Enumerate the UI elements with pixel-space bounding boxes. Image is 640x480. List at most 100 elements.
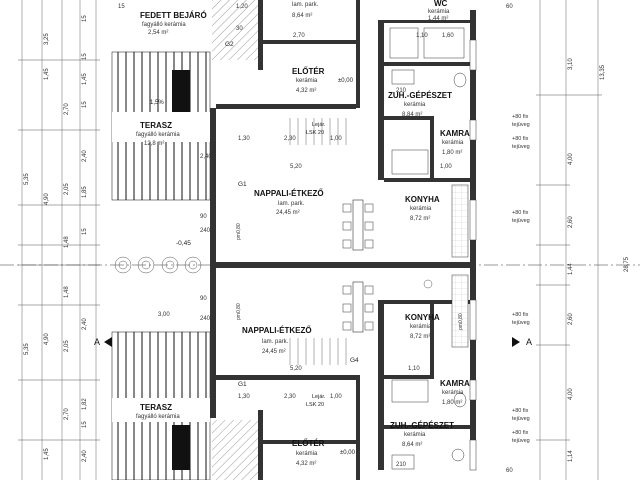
room-zuh-bottom: ZUH.-GÉPÉSZET kerámia 8,64 m² — [390, 421, 454, 448]
dim-text: 1,82 — [82, 398, 88, 410]
svg-text:tejüveg: tejüveg — [512, 218, 530, 224]
misc-labels: G1 G1 G2 G4 Lejár. LSK 20 Lejár. LSK 20 … — [150, 41, 359, 456]
dim-text: 1,45 — [44, 448, 50, 460]
room-floor: kerámia — [442, 140, 464, 146]
dim-text: 2,70 — [64, 103, 70, 115]
svg-text:2,30: 2,30 — [284, 136, 296, 142]
room-area: 1,44 m² — [428, 16, 448, 22]
room-fedett-top: FEDETT BEJÁRÓ fagyálló kerámia 2,54 m² — [140, 11, 207, 36]
svg-text:+80 fix: +80 fix — [512, 114, 529, 120]
room-floor: kerámia — [296, 78, 318, 84]
dim-text: 2,40 — [82, 318, 88, 330]
room-area: 1,80 m² — [442, 150, 462, 156]
dining-table-top — [342, 199, 374, 251]
room-name: NAPPALI-ÉTKEZŐ — [242, 326, 312, 335]
svg-text:240: 240 — [200, 228, 211, 234]
kitchen-counter-bottom — [451, 274, 469, 348]
room-area: 4,32 m² — [296, 461, 316, 467]
stair-label: LSK 20 — [306, 130, 324, 136]
window-notes: +80 fix tejüveg +80 fix tejüveg +80 fix tej… — [512, 114, 530, 444]
room-name: KAMRA — [440, 379, 470, 388]
room-zuh-top: ZUH.-GÉPÉSZET kerámia 8,84 m² — [388, 91, 452, 118]
svg-text:1,10: 1,10 — [416, 33, 428, 39]
svg-text:1,00: 1,00 — [330, 136, 342, 142]
kitchen-counter-top — [451, 184, 469, 258]
dim-text: 15 — [82, 53, 88, 60]
hatched-area-top — [212, 0, 260, 60]
pergola-bottom — [111, 331, 211, 480]
room-area: 8,84 m² — [402, 112, 422, 118]
room-nappali-bottom: NAPPALI-ÉTKEZŐ lam. park. 24,45 m² — [242, 326, 312, 355]
dim-text: 4,90 — [44, 193, 50, 205]
dim-text: 4,00 — [568, 153, 574, 165]
room-name: NAPPALI-ÉTKEZŐ — [254, 189, 324, 198]
svg-text:1,30: 1,30 — [238, 136, 250, 142]
room-floor: kerámia — [442, 390, 464, 396]
svg-text:1,00: 1,00 — [440, 164, 452, 170]
svg-text:210: 210 — [396, 88, 407, 94]
dim-text: 5,35 — [24, 173, 30, 185]
dim-text: 1,45 — [82, 73, 88, 85]
dim-text: 4,00 — [568, 388, 574, 400]
room-floor: fagyálló kerámia — [136, 414, 180, 420]
dim-text: 4,90 — [44, 333, 50, 345]
svg-text:+80 fix: +80 fix — [512, 408, 529, 414]
hob-icon — [423, 279, 433, 289]
svg-text:tejüveg: tejüveg — [512, 416, 530, 422]
pergola-top — [111, 51, 211, 201]
room-name: KONYHA — [405, 313, 440, 322]
room-floor: kerámia — [410, 324, 432, 330]
room-eloter-bottom: ELŐTÉR kerámia 4,32 m² — [292, 439, 325, 467]
gate-label: G1 — [238, 181, 247, 188]
dim-text: 2,05 — [64, 340, 70, 352]
room-floor: kerámia — [428, 9, 450, 15]
svg-text:1,20: 1,20 — [236, 4, 248, 10]
dim-text: 15 — [82, 228, 88, 235]
stairs-top — [289, 118, 347, 145]
level-label: ±0,00 — [340, 450, 356, 456]
stairs-bottom — [289, 338, 347, 365]
trees — [114, 256, 202, 274]
right-dimension-lines — [536, 0, 602, 480]
dim-text: 3,25 — [44, 33, 50, 45]
dim-text: 2,40 — [82, 450, 88, 462]
svg-text:+80 fix: +80 fix — [512, 210, 529, 216]
room-name: TERASZ — [140, 121, 172, 130]
room-area: 24,45 m² — [276, 210, 300, 216]
svg-text:90: 90 — [200, 214, 207, 220]
room-kamra-top: KAMRA kerámia 1,80 m² — [440, 129, 470, 156]
room-floor: lam. park. — [262, 339, 289, 345]
room-floor: fagyálló kerámia — [136, 132, 180, 138]
dim-text: 2,60 — [568, 313, 574, 325]
right-dimension-text: 3,10 13,35 4,00 2,60 1,44 2,60 4,00 1,14… — [568, 58, 630, 462]
left-inner-dimension-text: 15 15 1,45 15 2,40 1,85 15 2,40 1,82 15 … — [82, 15, 88, 462]
dim-text: 2,05 — [64, 183, 70, 195]
svg-text:15: 15 — [118, 4, 125, 10]
stair-label: Lejár. — [312, 394, 326, 400]
hatched-area-bottom — [212, 420, 260, 480]
room-name: ZUH.-GÉPÉSZET — [390, 421, 454, 430]
svg-text:240: 240 — [200, 316, 211, 322]
windows-right — [469, 39, 477, 471]
stair-label: LSK 20 — [306, 402, 324, 408]
svg-text:5,20: 5,20 — [290, 366, 302, 372]
dim-text: 13,35 — [600, 64, 606, 80]
dim-text: 5,35 — [24, 343, 30, 355]
interior-dims: 1,20 2,70 1,10 1,60 1,30 2,30 1,00 5,20 … — [118, 4, 513, 474]
svg-text:1,10: 1,10 — [408, 366, 420, 372]
room-name: ELŐTÉR — [292, 439, 325, 448]
slope-label: 1,5% — [150, 100, 164, 106]
dim-text: 2,60 — [568, 216, 574, 228]
room-floor: lam. park. — [278, 201, 305, 207]
dim-text: 15 — [82, 421, 88, 428]
svg-text:1,60: 1,60 — [442, 33, 454, 39]
svg-text:5,20: 5,20 — [290, 164, 302, 170]
svg-text:60: 60 — [506, 4, 513, 10]
svg-text:tejüveg: tejüveg — [512, 320, 530, 326]
dim-text: 2,40 — [82, 150, 88, 162]
svg-text:tejüveg: tejüveg — [512, 122, 530, 128]
svg-text:60: 60 — [506, 468, 513, 474]
room-name: TERASZ — [140, 403, 172, 412]
room-area: 12,8 m² — [144, 141, 164, 147]
room-eloter-top: ELŐTÉR kerámia 4,32 m² — [292, 67, 325, 94]
